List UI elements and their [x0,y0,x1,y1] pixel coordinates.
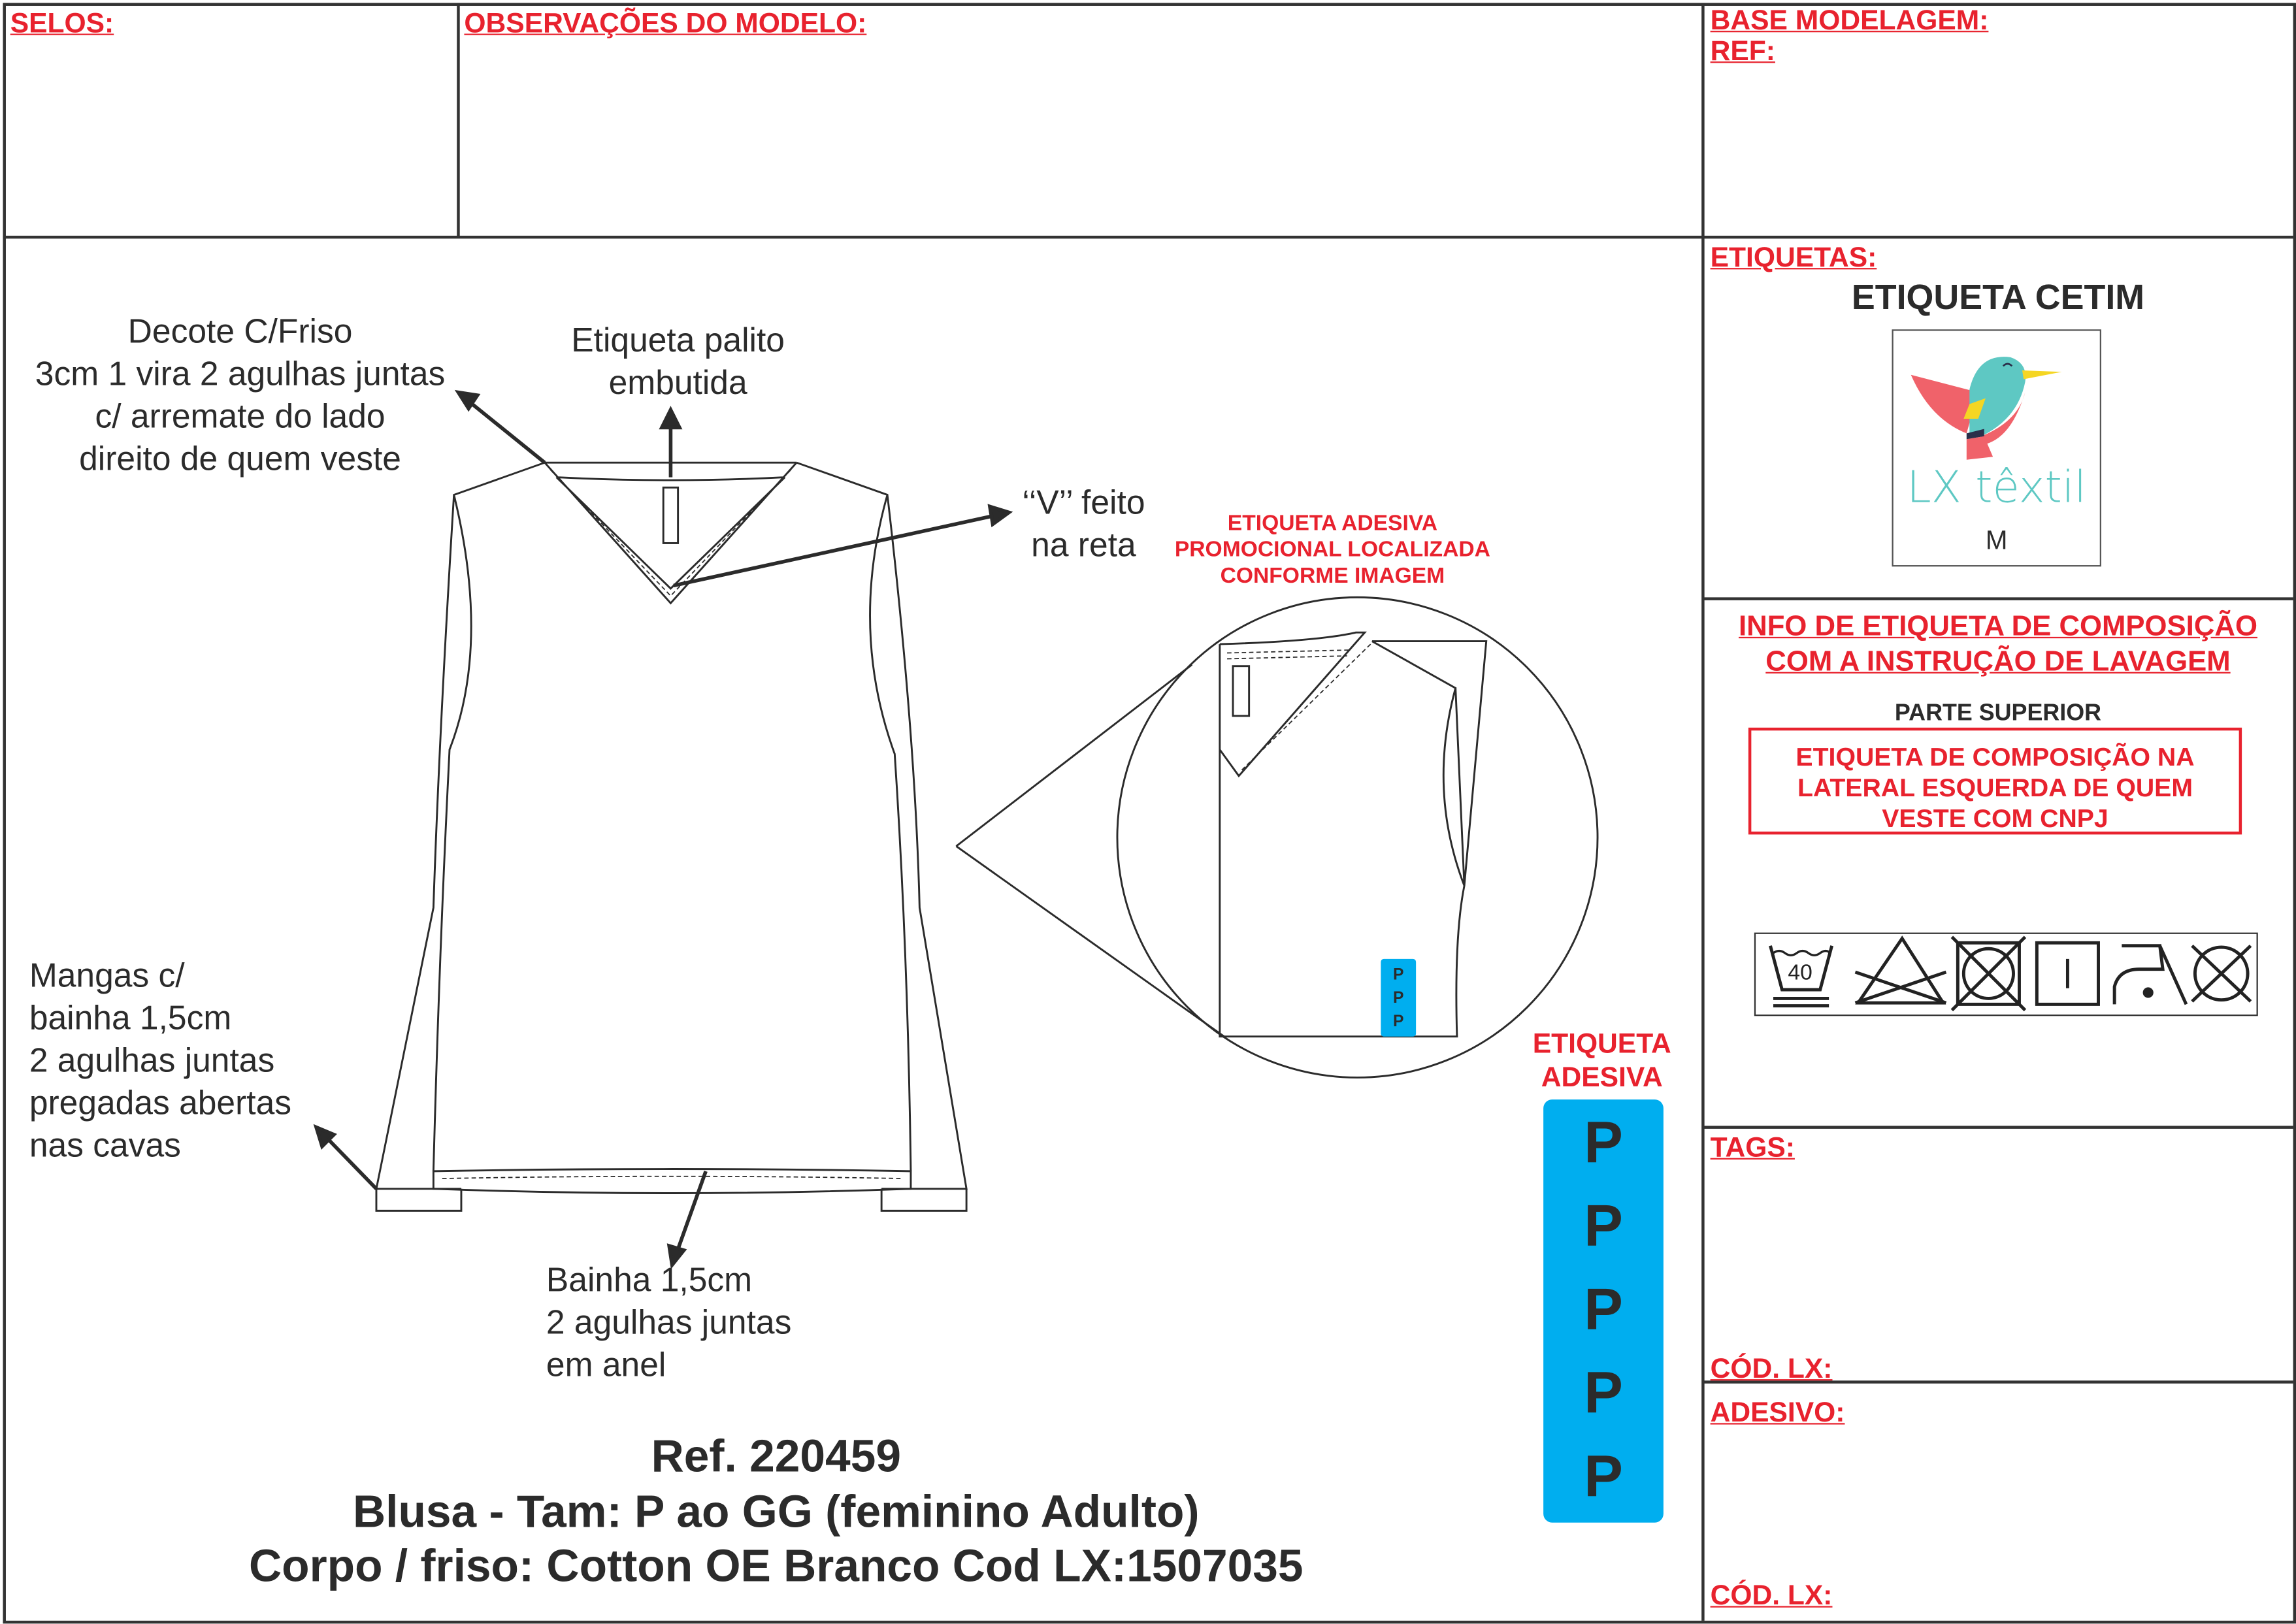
no-dry-clean-icon [2191,944,2252,1003]
composicao-box-line: ETIQUETA DE COMPOSIÇÃO NA [1796,742,2195,772]
note-line: c/ arremate do lado [95,397,385,435]
sticker-letter: P [1584,1361,1623,1426]
base-modelagem-heading: BASE MODELAGEM: [1710,5,1989,37]
etiquetas-heading: ETIQUETAS: [1710,243,1877,274]
note-line: bainha 1,5cm [29,998,232,1037]
etiqueta-palito-note: Etiqueta palito embutida [532,319,825,404]
etiqueta-adesiva-note: ETIQUETA ADESIVA [1508,1028,1696,1095]
note-line: 3cm 1 vira 2 agulhas juntas [35,354,446,393]
sticker-letter: P [1393,989,1404,1007]
sheet-border [3,3,2296,1624]
sticker-letter: P [1393,1013,1404,1031]
satin-label: LX têxtil M [1892,329,2101,567]
model-desc: Blusa - Tam: P ao GG (feminino Adulto) [352,1485,1200,1537]
shirt-front-sketch [375,461,968,1212]
cod-lx-heading: CÓD. LX: [1710,1581,1833,1612]
model-description: Ref. 220459 Blusa - Tam: P ao GG (femini… [117,1429,1435,1593]
bainha-note: Bainha 1,5cm 2 agulhas juntas em anel [546,1259,791,1386]
note-line: 2 agulhas juntas [546,1303,792,1341]
note-line: ETIQUETA [1532,1029,1671,1060]
sticker-letter: P [1584,1278,1623,1343]
model-material: Corpo / friso: Cotton OE Branco Cod LX:1… [248,1540,1304,1592]
label-size: M [1985,525,2008,555]
adesivo-heading: ADESIVO: [1710,1398,1845,1429]
tags-heading: TAGS: [1710,1133,1795,1164]
composicao-heading-line: INFO DE ETIQUETA DE COMPOSIÇÃO [1738,610,2257,643]
adesiva-promo-note: ETIQUETA ADESIVA PROMOCIONAL LOCALIZADA … [1142,511,1523,590]
note-line: ADESIVA [1541,1063,1663,1094]
divider [457,3,460,238]
hummingbird-logo-icon [1911,357,2062,460]
selos-heading: SELOS: [10,8,114,40]
composicao-heading: INFO DE ETIQUETA DE COMPOSIÇÃO COM A INS… [1703,609,2293,679]
composicao-heading-line: COM A INSTRUÇÃO DE LAVAGEM [1765,645,2231,678]
garment-drawing [313,389,1599,1270]
model-ref: Ref. 220459 [651,1430,901,1482]
note-line: Decote C/Friso [127,312,353,350]
divider [3,235,2293,239]
mini-adhesive-label: P P P [1381,958,1417,1037]
sticker-letter: P [1584,1194,1623,1259]
no-tumble-dry-icon [1950,935,2027,1012]
composicao-box: ETIQUETA DE COMPOSIÇÃO NA LATERAL ESQUER… [1748,727,2242,835]
sticker-letter: P [1584,1444,1623,1510]
wash-temp: 40 [1788,960,1812,984]
divider [1703,1380,2293,1384]
adhesive-sticker: P P P P P [1543,1099,1664,1523]
divider [1701,3,1705,1621]
note-line: Mangas c/ [29,956,185,994]
divider [1703,1126,2293,1129]
sticker-letter: P [1393,966,1404,984]
mangas-note: Mangas c/ bainha 1,5cm 2 agulhas juntas … [29,954,291,1167]
iron-low-icon [2112,944,2188,1005]
care-symbols: 40 [1754,932,2258,1016]
note-line: ETIQUETA ADESIVA [1227,511,1438,536]
note-line: na reta [1031,525,1136,564]
divider [1703,597,2293,600]
line-dry-icon [2035,941,2100,1006]
ref-heading: REF: [1710,37,1775,68]
magnifier-detail [955,596,1599,1079]
decote-note: Decote C/Friso 3cm 1 vira 2 agulhas junt… [0,310,480,480]
note-line: em anel [546,1345,666,1384]
cod-lx-heading: CÓD. LX: [1710,1354,1833,1386]
etiqueta-cetim-title: ETIQUETA CETIM [1851,278,2145,318]
note-line: ‘‘V’’ feito [1022,483,1145,521]
composicao-box-line: LATERAL ESQUERDA DE QUEM [1797,773,2193,803]
note-line: Etiqueta palito [571,320,785,359]
note-line: Bainha 1,5cm [546,1260,753,1299]
callout-arrows [313,389,1013,1270]
note-line: PROMOCIONAL LOCALIZADA [1174,537,1490,562]
composicao-box-line: VESTE COM CNPJ [1882,804,2108,834]
note-line: embutida [608,363,747,402]
note-line: pregadas abertas [29,1083,292,1122]
brand-logo-text: LX têxtil [1907,463,2087,514]
parte-superior: PARTE SUPERIOR [1894,701,2102,726]
note-line: nas cavas [29,1126,181,1164]
note-line: 2 agulhas juntas [29,1041,275,1079]
observacoes-heading: OBSERVAÇÕES DO MODELO: [464,8,867,40]
wash-40-gentle-icon: 40 [1769,945,1833,1008]
v-feito-note: ‘‘V’’ feito na reta [996,481,1172,566]
no-bleach-icon [1854,935,1947,1005]
note-line: direito de quem veste [79,439,401,478]
note-line: CONFORME IMAGEM [1220,563,1445,589]
sticker-letter: P [1584,1111,1623,1176]
